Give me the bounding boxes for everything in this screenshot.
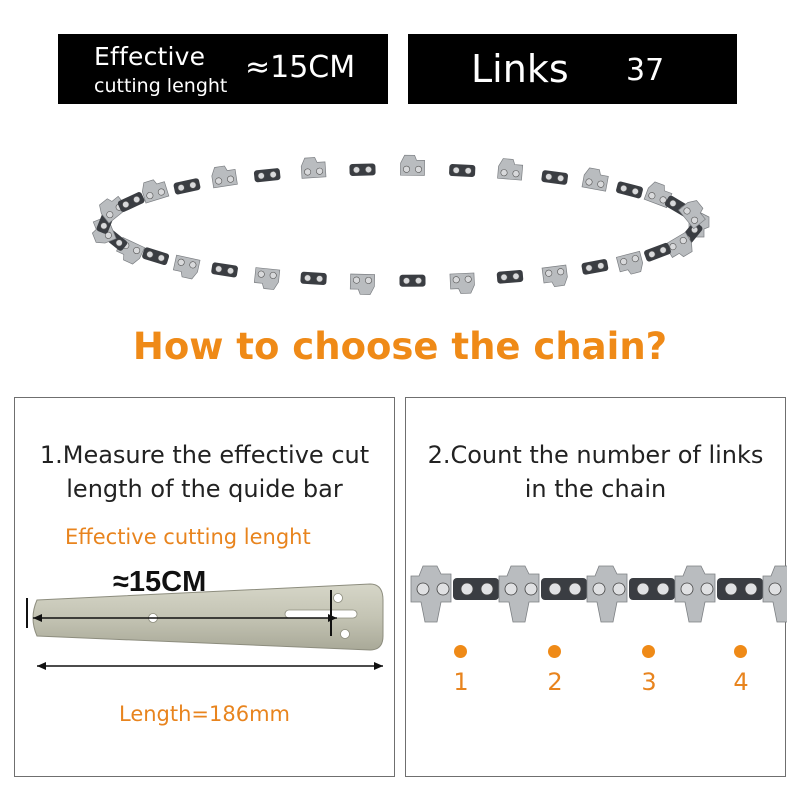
links-label: Links <box>471 47 569 91</box>
chain-link <box>449 164 476 177</box>
link-marker <box>454 645 467 658</box>
count-links-panel: 2.Count the number of links in the chain… <box>405 397 787 777</box>
chain-link <box>253 168 281 183</box>
chain-link <box>211 165 238 189</box>
effective-length-spec: Effective cutting lenght ≈15CM <box>58 34 388 104</box>
chain-link <box>172 254 201 280</box>
chain-link <box>400 154 425 176</box>
count-step-text: 2.Count the number of links in the chain <box>406 438 785 506</box>
effective-length-value: ≈15CM <box>245 50 356 85</box>
chain-link <box>664 231 693 258</box>
link-number-2: 2 <box>547 668 563 696</box>
chain-link <box>581 259 609 275</box>
chain-link <box>629 578 675 600</box>
measure-guide-bar-panel: 1.Measure the effective cut length of th… <box>14 397 395 777</box>
count-step-line1: 2.Count the number of links <box>427 441 764 469</box>
effective-cutting-caption: Effective cutting lenght <box>65 525 311 549</box>
chain-link <box>253 267 281 290</box>
link-number-1: 1 <box>453 668 469 696</box>
links-spec: Links 37 <box>408 34 737 104</box>
link-marker <box>642 645 655 658</box>
chain-link <box>117 192 145 212</box>
effective-label: Effective <box>94 42 206 71</box>
chain-link <box>211 262 238 278</box>
chain-link <box>644 242 671 262</box>
chain-link <box>173 178 201 195</box>
link-marker <box>548 645 561 658</box>
chain-link <box>498 565 540 623</box>
chain-link <box>410 565 452 623</box>
chain-link <box>300 271 327 286</box>
chain-link <box>453 578 499 600</box>
chain-link <box>541 264 568 288</box>
measure-step-text: 1.Measure the effective cut length of th… <box>15 438 394 506</box>
link-number-3: 3 <box>641 668 657 696</box>
links-value: 37 <box>626 53 665 88</box>
chain-link <box>615 250 643 275</box>
guide-bar-image <box>26 583 384 670</box>
chain-link <box>497 158 524 181</box>
link-number-4: 4 <box>733 668 749 696</box>
link-marker <box>734 645 747 658</box>
chain-loop-image <box>91 154 710 295</box>
chain-link <box>541 578 587 600</box>
chain-link <box>399 274 426 287</box>
chain-link <box>541 170 569 185</box>
chain-link <box>349 273 376 295</box>
chain-link <box>496 269 524 284</box>
chain-link <box>142 247 170 266</box>
measure-step-line1: 1.Measure the effective cut <box>39 441 370 469</box>
cutting-length-label: cutting lenght <box>94 75 228 97</box>
chain-link <box>643 181 673 209</box>
chain-closeup-image <box>410 565 787 623</box>
chain-link <box>581 167 609 192</box>
chain-link <box>762 565 787 623</box>
total-length-caption: Length=186mm <box>118 702 291 726</box>
bar-length-value: ≈15CM <box>113 566 207 598</box>
headline: How to choose the chain? <box>132 325 668 368</box>
chain-link <box>449 272 475 294</box>
chain-link <box>616 181 643 199</box>
chain-link <box>586 565 628 623</box>
chain-link <box>678 200 706 230</box>
chain-link <box>349 163 376 176</box>
chain-link <box>717 578 763 600</box>
chain-link <box>674 565 716 623</box>
count-step-line2: in the chain <box>524 475 667 503</box>
chain-link <box>300 157 327 179</box>
chain-link <box>141 179 170 204</box>
measure-step-line2: length of the quide bar <box>66 475 343 503</box>
